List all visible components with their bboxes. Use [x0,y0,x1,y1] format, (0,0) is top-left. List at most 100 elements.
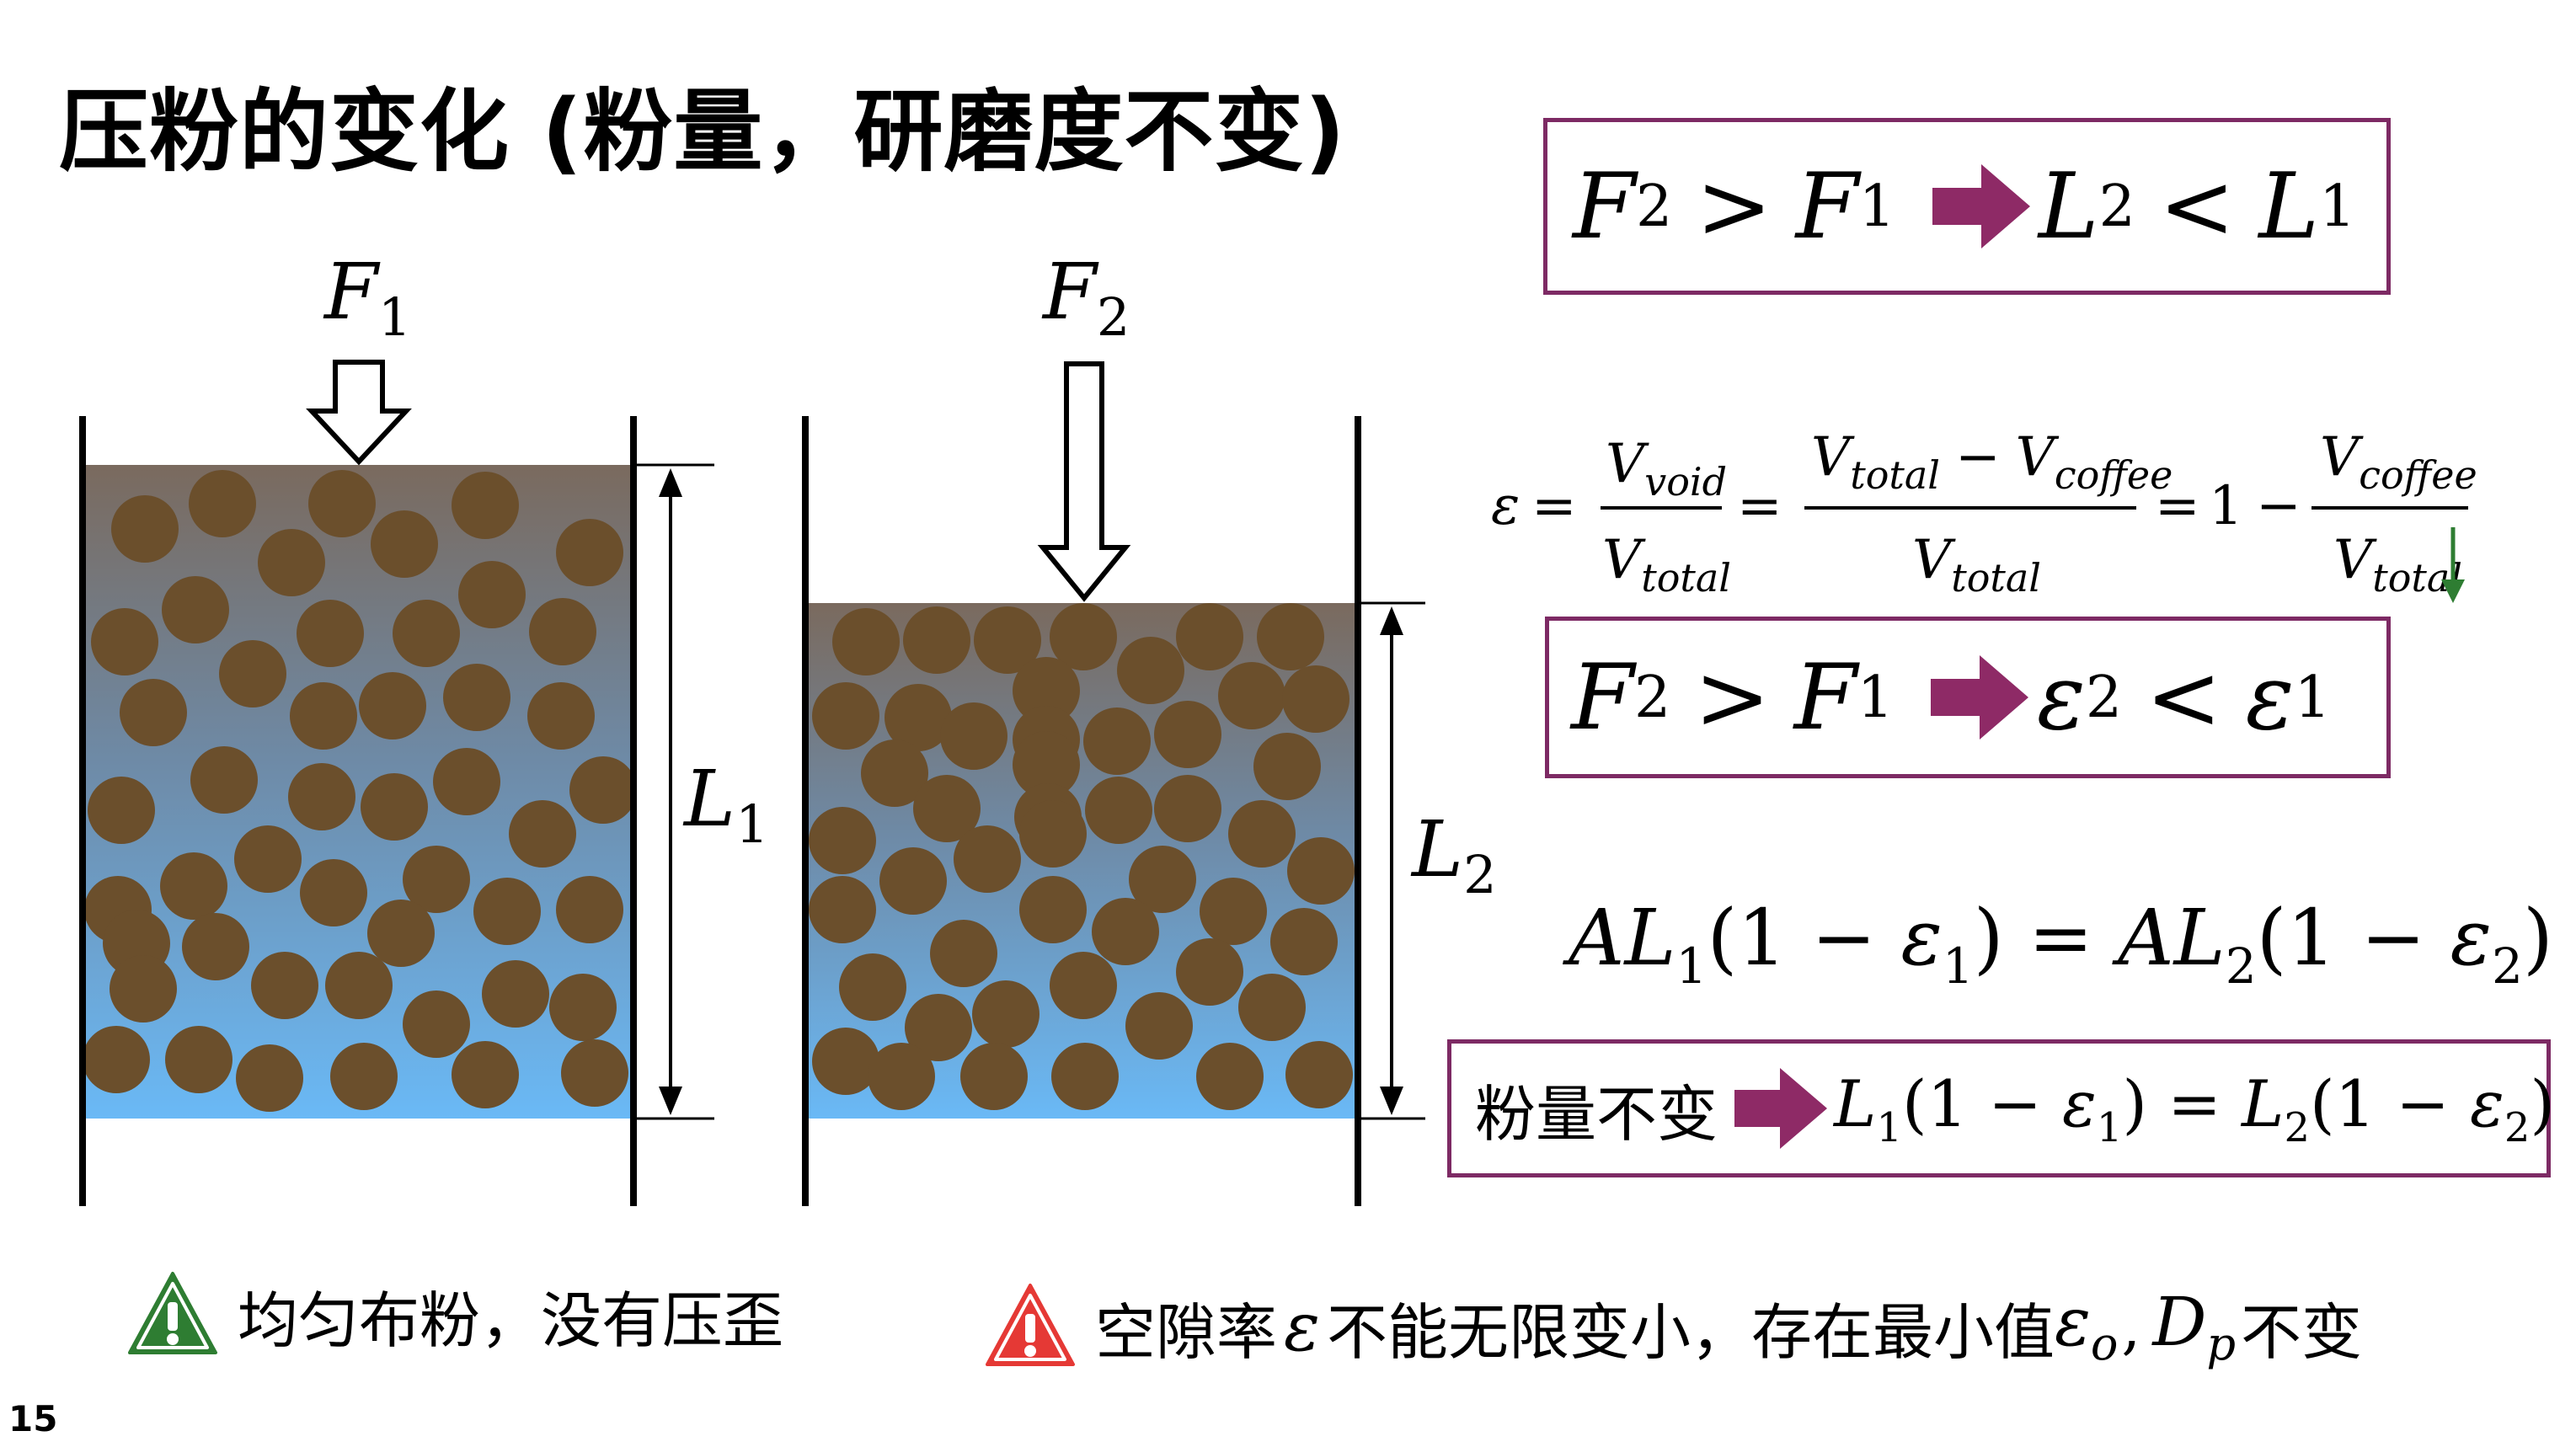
coffee-grain [403,846,470,913]
coffee-grain [308,470,376,537]
coffee-grain [251,952,318,1019]
coffee-grain [556,876,623,943]
coffee-grain [1019,800,1087,868]
coffee-grain [1253,733,1321,800]
warning-green-icon [128,1272,217,1354]
coffee-grain [549,974,617,1041]
coffee-grain [110,955,177,1023]
coffee-grain [165,1026,232,1093]
coffee-grain [832,608,900,675]
coffee-grain [509,800,576,868]
l2-arrow-bottom [1380,1087,1403,1115]
coffee-grain [482,960,549,1028]
svg-text:=: = [1531,475,1577,537]
mass-conservation-equation: AL1(1 − ε1) = AL2(1 − ε2) [1569,893,2553,995]
coffee-grain [258,529,325,596]
l1-arrow-top [659,468,682,497]
coffee-grain [954,825,1021,893]
coffee-grain [903,606,970,674]
coffee-grain [1218,662,1285,729]
svg-text:Vtotal−Vcoffee: Vtotal−Vcoffee [1811,426,2172,498]
implies-arrow-icon [1932,164,2030,248]
coffee-grain [190,746,258,814]
coffee-grain [972,980,1039,1048]
coffee-grain [1285,1041,1353,1108]
coffee-grain [219,640,286,707]
coffee-grain [1238,974,1306,1041]
force-arrow-right [1037,361,1131,602]
coffee-grain [1257,603,1324,670]
coffee-grain [111,495,179,563]
compaction-diagram: F1 F2 L1 L2 [79,247,1497,1206]
coffee-grain [1092,898,1159,965]
label-l1: L1 [682,754,769,855]
coffee-grain [1050,952,1117,1019]
coffee-grain [1154,701,1221,768]
constant-mass-box: 粉量不变 L1(1 − ε1) = L2(1 − ε2) [1447,1039,2555,1177]
coffee-grain [861,740,928,807]
constant-mass-label: 粉量不变 [1475,1078,1718,1150]
coffee-grain [162,576,229,643]
coffee-grain [297,600,364,667]
coffee-grain [905,994,972,1061]
svg-text:Vcoffee: Vcoffee [2320,426,2477,498]
l2-arrow-top [1380,606,1403,635]
coffee-grain [561,1039,628,1107]
coffee-grain [403,990,470,1058]
coffee-grain [527,682,595,750]
coffee-grain [473,878,541,945]
coffee-grain [569,756,637,824]
coffee-grain [1013,657,1080,724]
coffee-grain [1200,878,1267,945]
decrease-arrow-icon [2441,579,2465,603]
warning-red-icon [986,1284,1075,1366]
label-f1: F1 [323,247,411,348]
coffee-grain [1051,1043,1119,1110]
coffee-grain [1013,731,1080,798]
coffee-grain [1083,707,1151,775]
coffee-grain [234,825,302,893]
svg-text:=: = [2155,475,2200,537]
svg-text:Vvoid: Vvoid [1606,433,1727,505]
coffee-grain [458,561,526,628]
coffee-grain [236,1044,303,1112]
coffee-grain [452,472,519,539]
coffee-grain [290,682,357,750]
coffee-grain [1270,908,1338,975]
coffee-grain [884,684,952,751]
coffee-grain [1228,800,1296,868]
label-l2: L2 [1410,804,1497,905]
coffee-grain [443,664,510,731]
page-number: 15 [8,1398,58,1439]
coffee-grain [1282,665,1349,733]
force-arrow-left [306,360,412,466]
coffee-grain [1019,876,1087,943]
coffee-grain [556,519,623,586]
coffee-grain [812,682,879,750]
coffee-grain [189,470,256,537]
coffee-grain [868,1043,935,1110]
coffee-grain [879,847,947,915]
coffee-grain [160,852,227,920]
coffee-grain [529,598,596,665]
coffee-grain [452,1041,519,1108]
coffee-grain [359,672,426,740]
coffee-grain [1085,777,1152,844]
coffee-grain [839,953,906,1021]
coffee-grain [1125,992,1193,1060]
l1-arrow-bottom [659,1087,682,1115]
svg-text:1: 1 [2209,475,2243,537]
warning-uniform-distribution: 均匀布粉，没有压歪 [126,1268,783,1361]
coffee-grain [974,606,1041,674]
coffee-grain [120,679,187,746]
right-grains [809,603,1355,1110]
coffee-grain [393,600,460,667]
coffee-grain [330,1043,398,1110]
coffee-grain [1196,1043,1264,1110]
coffee-grain [325,952,393,1019]
coffee-grain [812,1028,879,1095]
implies-arrow-icon [1734,1068,1828,1149]
label-f2: F2 [1041,247,1130,348]
warning-minimum-porosity: 空隙率 ε 不能无限变小，存在最小值 εo , Dp 不变 [984,1280,2362,1373]
